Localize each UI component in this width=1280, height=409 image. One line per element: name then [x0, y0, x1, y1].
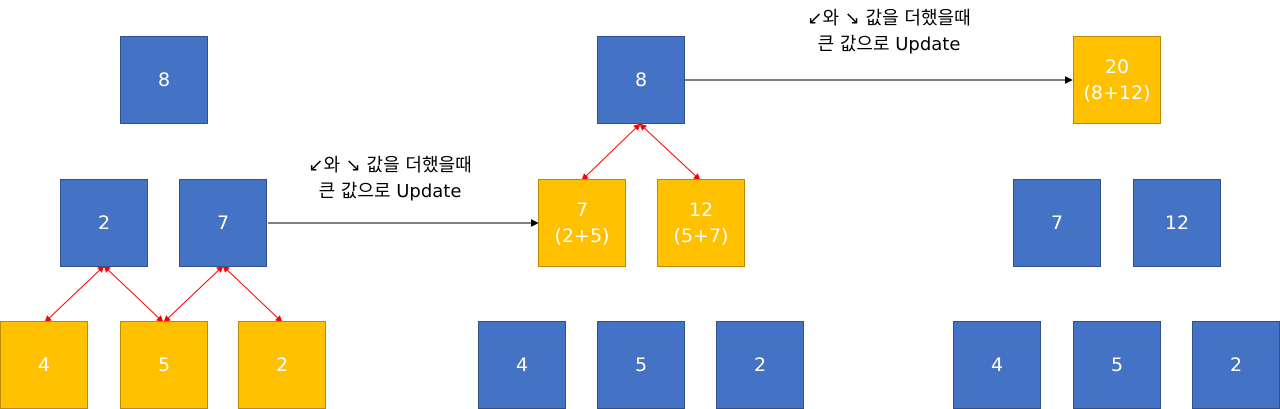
step-one-line-2: 큰 값으로 Update	[318, 181, 462, 202]
node-sum: (8+12)	[1083, 82, 1151, 104]
link-arrow-2-to-4	[44, 265, 105, 323]
step-two-annotation: ↙와 ↘ 값을 더했을때 큰 값으로 Update	[769, 6, 1009, 58]
panel-2-middle-node-right: 12 (5+7)	[657, 179, 745, 267]
panel-1-bottom-node-right: 2	[238, 321, 326, 409]
link-arrow-7-to-5	[163, 265, 224, 323]
node-value: 12	[688, 199, 714, 221]
node-value: 2	[1229, 354, 1243, 376]
node-value: 4	[990, 354, 1004, 376]
node-sum: (2+5)	[554, 225, 610, 247]
panel-3-top-node: 20 (8+12)	[1073, 36, 1161, 124]
node-value: 5	[157, 354, 171, 376]
panel-3-middle-node-left: 7	[1013, 179, 1101, 267]
panel-2-bottom-node-left: 4	[478, 321, 566, 409]
link-arrow-7-to-2	[222, 265, 283, 323]
link-arrow-8-to-12	[639, 123, 701, 181]
panel-3-bottom-node-center: 5	[1073, 321, 1161, 409]
panel-1-middle-node-left: 2	[60, 179, 148, 267]
node-value: 2	[753, 354, 767, 376]
panel-1-bottom-node-left: 4	[0, 321, 88, 409]
panel-2-bottom-node-right: 2	[716, 321, 804, 409]
node-value: 5	[1110, 354, 1124, 376]
step-two-line-1: ↙와 ↘ 값을 더했을때	[807, 8, 971, 29]
node-value: 7	[216, 212, 230, 234]
node-value: 20	[1104, 56, 1130, 78]
panel-2-bottom-node-center: 5	[597, 321, 685, 409]
node-value: 12	[1164, 212, 1190, 234]
panel-1-bottom-node-center: 5	[120, 321, 208, 409]
node-value: 2	[275, 354, 289, 376]
panel-3-bottom-node-right: 2	[1192, 321, 1280, 409]
panel-3-middle-node-right: 12	[1133, 179, 1221, 267]
step-two-line-2: 큰 값으로 Update	[817, 34, 961, 55]
panel-2-middle-node-left: 7 (2+5)	[538, 179, 626, 267]
node-value: 4	[37, 354, 51, 376]
node-value: 2	[97, 212, 111, 234]
panel-1-top-node: 8	[120, 36, 208, 124]
panel-3-bottom-node-left: 4	[953, 321, 1041, 409]
link-arrow-2-to-5	[103, 265, 164, 323]
node-sum: (5+7)	[673, 225, 729, 247]
link-arrow-8-to-7	[581, 123, 641, 181]
panel-1-middle-node-right: 7	[179, 179, 267, 267]
step-one-annotation: ↙와 ↘ 값을 더했을때 큰 값으로 Update	[270, 153, 510, 205]
node-value: 7	[1050, 212, 1064, 234]
step-one-line-1: ↙와 ↘ 값을 더했을때	[308, 155, 472, 176]
panel-2-top-node: 8	[597, 36, 685, 124]
node-value: 5	[634, 354, 648, 376]
node-value: 8	[157, 69, 171, 91]
node-value: 4	[515, 354, 529, 376]
node-value: 8	[634, 69, 648, 91]
node-value: 7	[575, 199, 589, 221]
